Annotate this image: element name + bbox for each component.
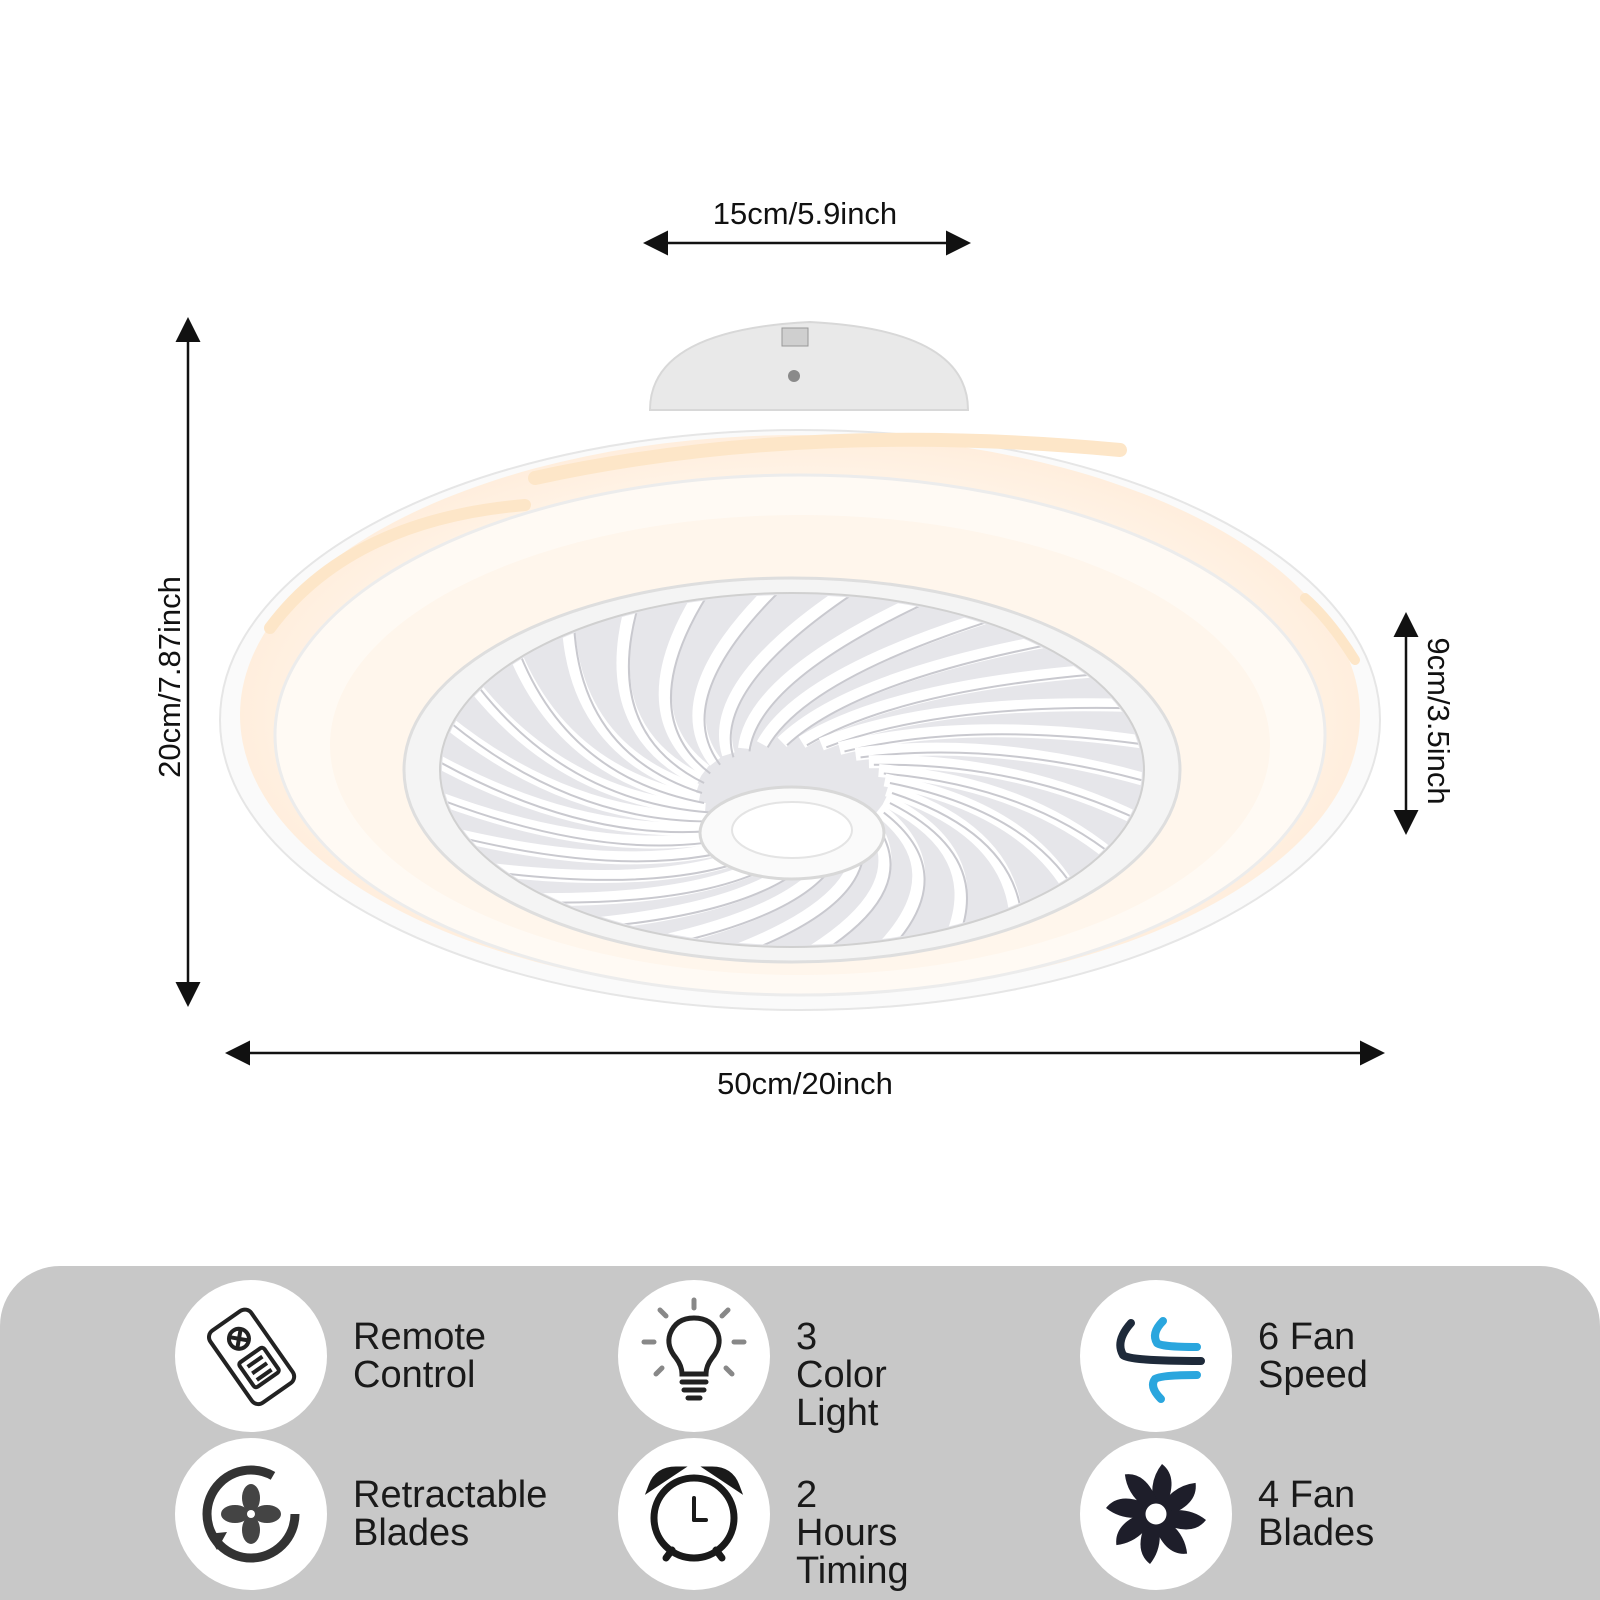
grill-blade <box>854 742 1142 788</box>
feature-label-line2: Speed <box>1258 1354 1368 1396</box>
grill-blade <box>658 595 710 776</box>
wind-icon <box>1080 1280 1232 1432</box>
grill-blade-shadow <box>478 686 711 814</box>
dimension-right-label: 9cm/3.5inch <box>1421 637 1456 805</box>
grill-blade-shadow <box>873 763 1142 824</box>
grill-blade <box>777 634 1051 747</box>
grill-blade-shadow <box>844 733 1142 753</box>
grill-blade <box>798 664 1097 748</box>
feature-label-line2: Blades <box>1258 1512 1375 1554</box>
feature-label-line1: 6 Fan <box>1258 1316 1356 1358</box>
grill-blade-shadow <box>860 751 1142 786</box>
remote-control-icon <box>175 1280 327 1432</box>
fan-blades-icon <box>1080 1438 1232 1590</box>
grill-blade-shadow <box>703 595 784 766</box>
grill-blade-shadow <box>729 595 859 758</box>
feature-label-line2: Timing <box>796 1550 909 1592</box>
grill-blade-shadow <box>889 802 968 940</box>
alarm-clock-icon <box>618 1438 770 1590</box>
grill-blade-shadow <box>883 772 1118 860</box>
grill-blade-shadow <box>883 811 926 945</box>
grill-blade <box>874 804 926 945</box>
feature-label-line2: Control <box>353 1354 476 1396</box>
grill-blade-shadow <box>442 760 734 834</box>
grill-blade-shadow <box>891 792 1023 919</box>
grill-blade <box>837 724 1142 755</box>
grill-blade-shadow <box>786 642 1056 746</box>
grill-blade <box>738 595 928 750</box>
dimension-top-label: 15cm/5.9inch <box>712 196 898 231</box>
feature-label-line2: Blades <box>353 1512 470 1554</box>
grill-blade-shadow <box>450 722 721 823</box>
grill-blade <box>818 698 1130 751</box>
feature-label-line1: 3 Color <box>796 1316 887 1396</box>
grill-blade <box>718 595 856 757</box>
fan-product-illustration <box>175 230 1419 1066</box>
grill-blade-shadow <box>627 607 705 784</box>
grill-blade-shadow <box>766 617 998 748</box>
dimension-left-label: 20cm/7.87inch <box>152 576 187 778</box>
grill-blade-shadow <box>519 654 705 804</box>
feature-panel: Remote Control 3 Color Light <box>0 1266 1600 1600</box>
feature-label-line1: 2 Hours <box>796 1474 898 1554</box>
fan-grill <box>442 595 1142 945</box>
grill-blade-shadow <box>748 600 931 752</box>
feature-label-line1: 4 Fan <box>1258 1474 1356 1516</box>
grill-blade-shadow <box>889 782 1077 892</box>
grill-blade-shadow <box>670 595 711 775</box>
feature-label-line1: Remote <box>353 1316 487 1358</box>
light-bulb-icon <box>618 1280 770 1432</box>
mount-base <box>648 320 970 411</box>
grill-blade-shadow <box>825 706 1136 749</box>
grill-blade-shadow <box>806 672 1102 747</box>
retractable-fan-icon <box>175 1438 327 1590</box>
grill-blade-shadow <box>573 628 703 794</box>
grill-blade <box>692 595 782 766</box>
feature-label-line1: Retractable <box>353 1474 548 1516</box>
dimension-bottom-label: 50cm/20inch <box>717 1066 893 1101</box>
feature-label-line2: Light <box>796 1392 879 1434</box>
grill-blade <box>756 609 993 748</box>
